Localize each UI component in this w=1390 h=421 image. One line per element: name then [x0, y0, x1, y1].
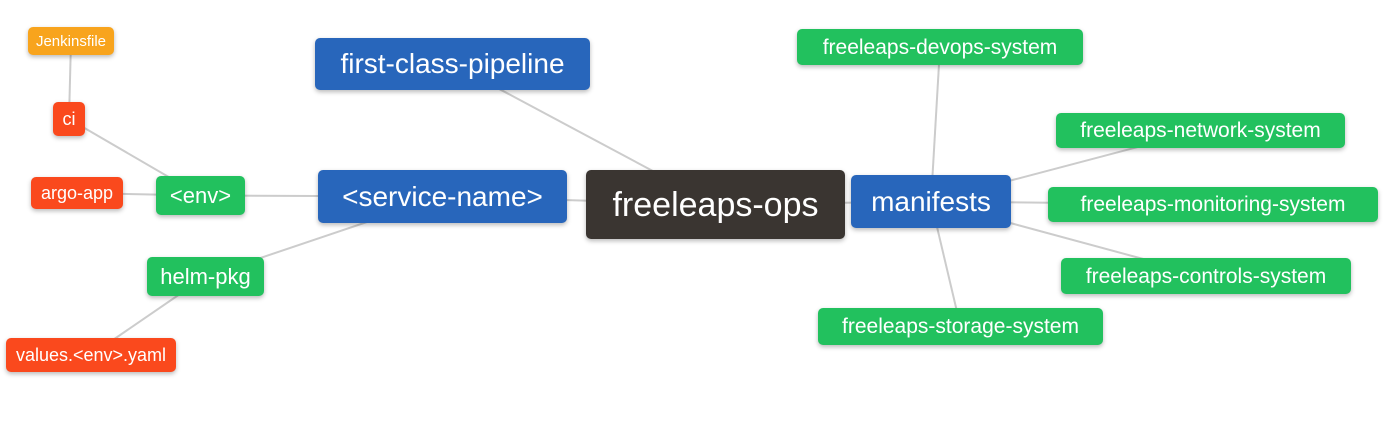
node-freeleaps-storage-system[interactable]: freeleaps-storage-system [818, 308, 1103, 345]
node-argo-app[interactable]: argo-app [31, 177, 123, 209]
node-jenkinsfile[interactable]: Jenkinsfile [28, 27, 114, 55]
node-freeleaps-controls-system[interactable]: freeleaps-controls-system [1061, 258, 1351, 294]
node-freeleaps-monitoring-system[interactable]: freeleaps-monitoring-system [1048, 187, 1378, 222]
node-first-class-pipeline[interactable]: first-class-pipeline [315, 38, 590, 90]
node-service-name[interactable]: <service-name> [318, 170, 567, 223]
node-manifests[interactable]: manifests [851, 175, 1011, 228]
node-helm-pkg[interactable]: helm-pkg [147, 257, 264, 296]
node-freeleaps-network-system[interactable]: freeleaps-network-system [1056, 113, 1345, 148]
node-values-env-yaml[interactable]: values.<env>.yaml [6, 338, 176, 372]
node-freeleaps-ops[interactable]: freeleaps-ops [586, 170, 845, 239]
node-env[interactable]: <env> [156, 176, 245, 215]
node-ci[interactable]: ci [53, 102, 85, 136]
node-freeleaps-devops-system[interactable]: freeleaps-devops-system [797, 29, 1083, 65]
